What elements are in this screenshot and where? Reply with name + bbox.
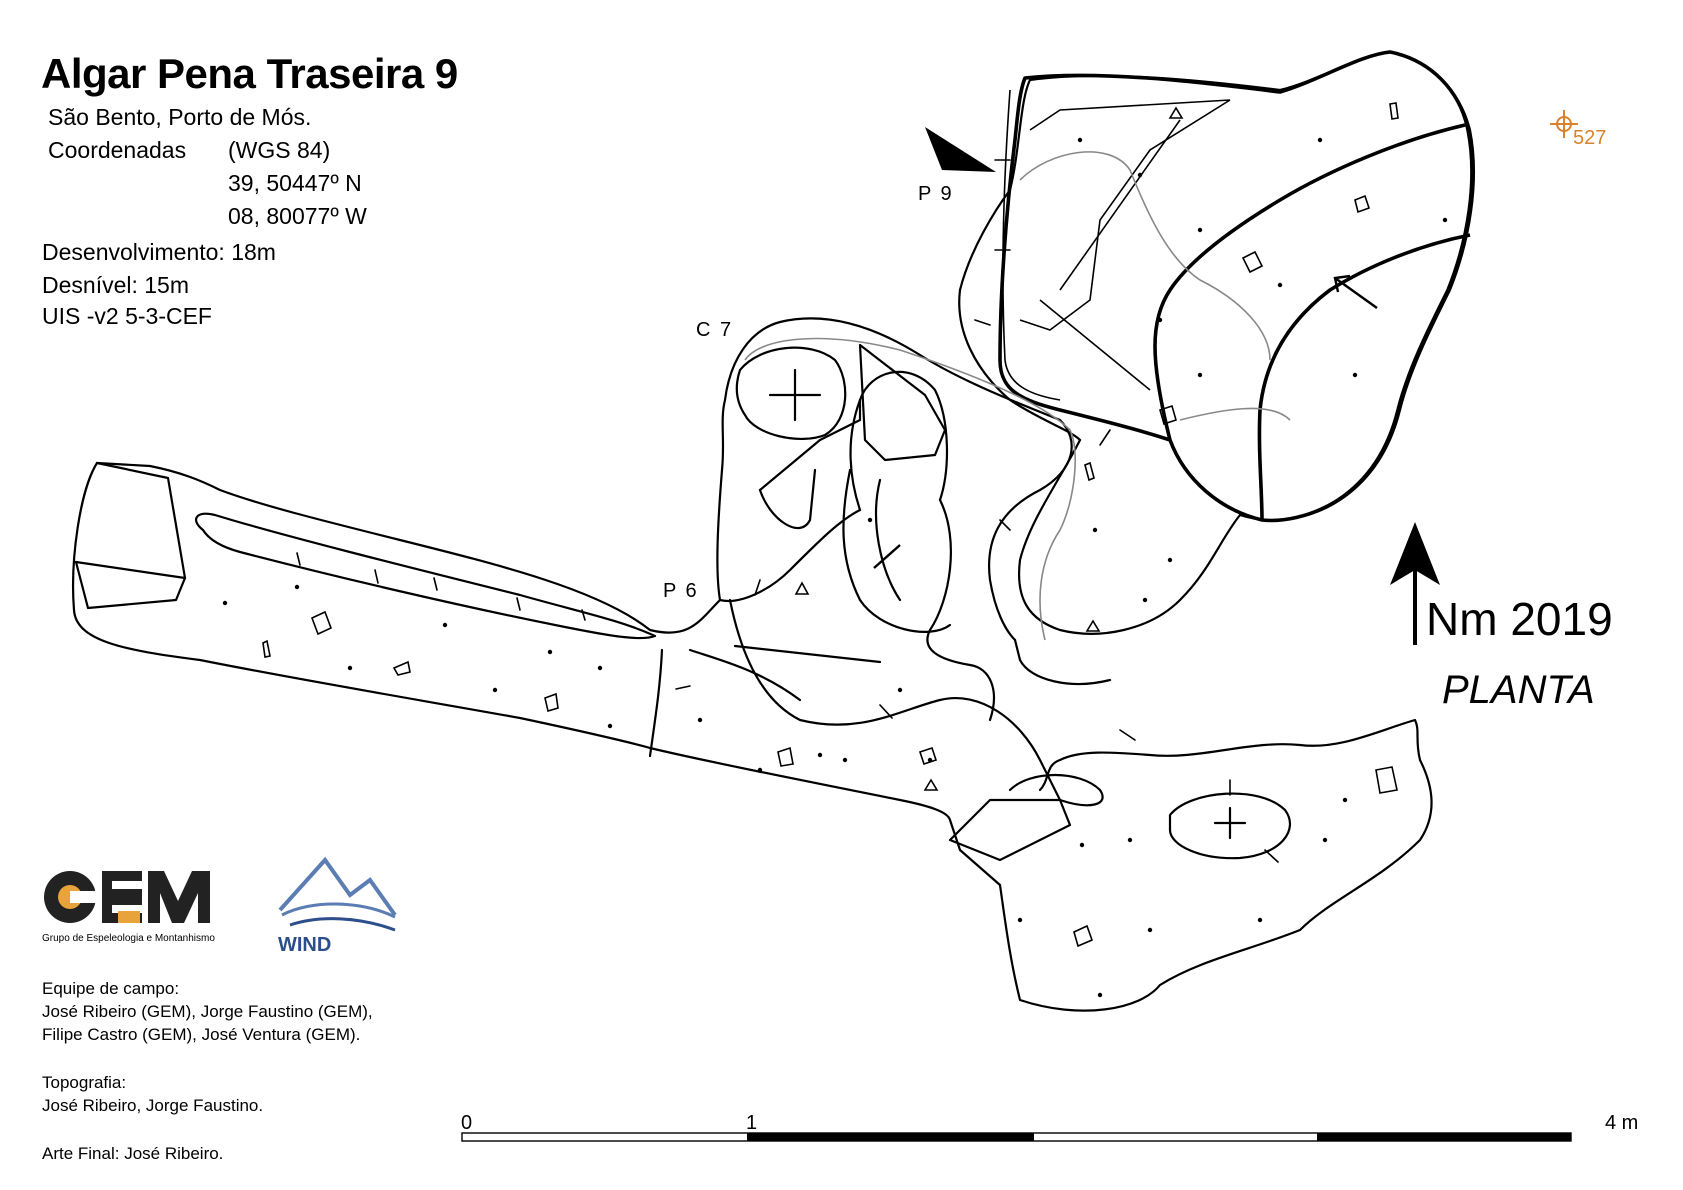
left-gallery-outline xyxy=(72,461,1002,887)
scale-label-mid: 1 xyxy=(746,1112,758,1134)
gem-subtitle: Grupo de Espeleologia e Montanhismo xyxy=(42,933,215,944)
station-p6-label: P 6 xyxy=(663,580,699,602)
scale-bar xyxy=(461,1132,1572,1142)
final-art-credit: Arte Final: José Ribeiro. xyxy=(42,1144,224,1163)
station-c7-label: C 7 xyxy=(696,319,734,341)
north-arrow-icon xyxy=(1390,522,1440,645)
map-title: Algar Pena Traseira 9 xyxy=(41,50,458,97)
datum-text: (WGS 84) xyxy=(228,137,331,163)
north-label: Nm 2019 xyxy=(1426,593,1613,645)
team-line-2: Filipe Castro (GEM), José Ventura (GEM). xyxy=(42,1025,361,1044)
upper-chamber-outline xyxy=(958,50,1475,522)
central-chamber-outline xyxy=(716,317,1073,642)
wind-logo-text: WIND xyxy=(278,934,331,955)
station-p9-label: P 9 xyxy=(918,183,954,205)
topography-label: Topografia: xyxy=(42,1073,127,1092)
latitude-text: 39, 50447º N xyxy=(228,170,362,196)
wind-logo: WIND xyxy=(278,856,397,955)
development-text: Desenvolvimento: 18m xyxy=(42,239,276,265)
view-label: PLANTA xyxy=(1442,668,1595,712)
gps-elevation-label: 527 xyxy=(1573,127,1607,149)
uis-grade-text: UIS -v2 5-3-CEF xyxy=(42,303,212,329)
team-label: Equipe de campo: xyxy=(42,979,180,998)
coords-label: Coordenadas xyxy=(48,137,187,163)
gps-target-icon xyxy=(1550,110,1578,138)
topography-names: José Ribeiro, Jorge Faustino. xyxy=(42,1096,264,1115)
right-chamber-outline xyxy=(998,718,1433,1012)
depth-text: Desnível: 15m xyxy=(42,272,190,298)
location-text: São Bento, Porto de Mós. xyxy=(48,104,312,130)
team-line-1: José Ribeiro (GEM), Jorge Faustino (GEM)… xyxy=(42,1002,373,1021)
gem-logo xyxy=(44,871,210,923)
scale-label-end: 4 m xyxy=(1605,1112,1639,1134)
longitude-text: 08, 80077º W xyxy=(228,203,367,229)
scale-label-start: 0 xyxy=(461,1112,473,1134)
